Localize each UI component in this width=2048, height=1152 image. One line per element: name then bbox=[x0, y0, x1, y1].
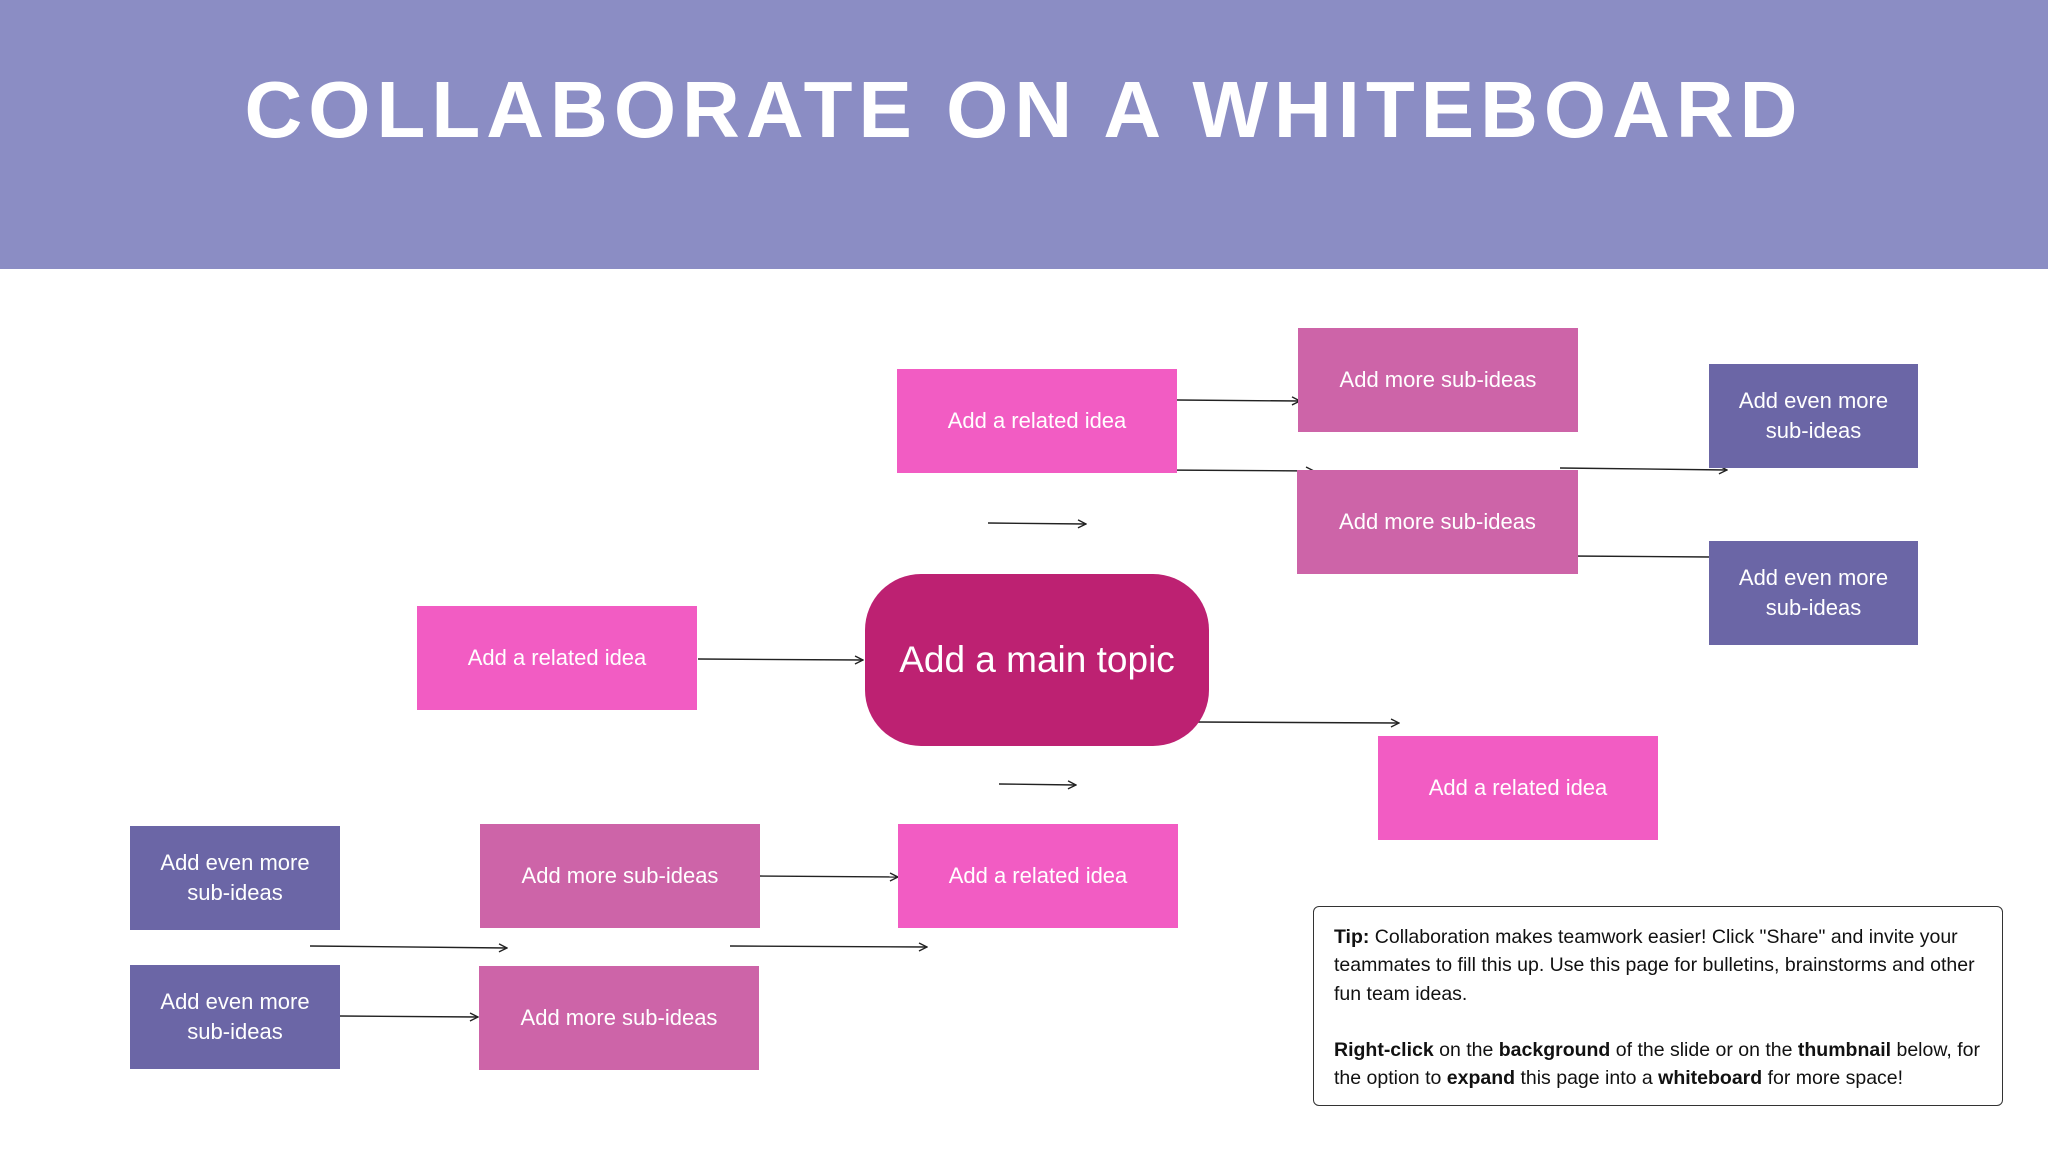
main-topic-box[interactable]: Add a main topic bbox=[865, 574, 1209, 746]
sub-idea-label: Add more sub-ideas bbox=[521, 863, 719, 889]
arrow bbox=[338, 1016, 478, 1017]
arrow bbox=[1559, 468, 1727, 470]
tip-text: below, for the option to bbox=[1334, 1038, 1980, 1090]
tip-text: Collaboration makes teamwork easier! Cli… bbox=[1334, 926, 1975, 1005]
tip-text: of the slide or on the bbox=[1610, 1038, 1798, 1061]
tip-paragraph-1: Tip: Collaboration makes teamwork easier… bbox=[1334, 923, 1982, 1008]
tip-text: this page into a bbox=[1515, 1067, 1659, 1090]
related-idea-box[interactable]: Add a related idea bbox=[897, 369, 1177, 473]
even-more-label: Add even more sub-ideas bbox=[160, 850, 310, 905]
arrow bbox=[1157, 470, 1314, 471]
arrow bbox=[998, 784, 1076, 785]
even-more-sub-ideas-box[interactable]: Add even more sub-ideas bbox=[1709, 541, 1918, 645]
even-more-label: Add even more sub-ideas bbox=[1738, 565, 1889, 620]
tip-box: Tip: Collaboration makes teamwork easier… bbox=[1313, 906, 2003, 1106]
tip-whiteboard: whiteboard bbox=[1658, 1067, 1763, 1090]
sub-idea-box[interactable]: Add more sub-ideas bbox=[480, 824, 760, 928]
tip-paragraph-2: Right-click on the background of the sli… bbox=[1334, 1036, 1982, 1093]
main-topic-label: Add a main topic bbox=[899, 639, 1175, 680]
header-banner bbox=[0, 0, 2048, 269]
sub-idea-box[interactable]: Add more sub-ideas bbox=[1298, 328, 1578, 432]
arrow bbox=[1176, 400, 1300, 401]
arrow bbox=[758, 876, 898, 877]
page-title: COLLABORATE ON A WHITEBOARD bbox=[244, 65, 1804, 154]
sub-idea-label: Add more sub-ideas bbox=[1339, 509, 1536, 535]
arrow bbox=[729, 946, 927, 947]
related-idea-box[interactable]: Add a related idea bbox=[1378, 736, 1658, 840]
sub-idea-box[interactable]: Add more sub-ideas bbox=[479, 966, 759, 1070]
related-idea-label: Add a related idea bbox=[947, 408, 1127, 434]
sub-idea-label: Add more sub-ideas bbox=[1339, 367, 1537, 393]
arrow bbox=[987, 523, 1086, 524]
related-idea-label: Add a related idea bbox=[1428, 775, 1608, 801]
related-idea-box[interactable]: Add a related idea bbox=[417, 606, 697, 710]
related-idea-label: Add a related idea bbox=[467, 645, 647, 671]
tip-expand: expand bbox=[1446, 1067, 1516, 1090]
even-more-sub-ideas-box[interactable]: Add even more sub-ideas bbox=[130, 965, 340, 1069]
sub-idea-label: Add more sub-ideas bbox=[520, 1005, 718, 1031]
arrow bbox=[309, 946, 507, 948]
connector-line bbox=[1567, 555, 1711, 558]
tip-right-click: Right-click bbox=[1334, 1038, 1434, 1061]
related-idea-box[interactable]: Add a related idea bbox=[898, 824, 1178, 928]
arrow bbox=[697, 659, 863, 660]
tip-label: Tip: bbox=[1334, 926, 1370, 948]
even-more-label: Add even more sub-ideas bbox=[160, 989, 310, 1044]
even-more-label: Add even more sub-ideas bbox=[1738, 388, 1889, 443]
even-more-sub-ideas-box[interactable]: Add even more sub-ideas bbox=[1709, 364, 1918, 468]
tip-thumbnail: thumbnail bbox=[1797, 1038, 1892, 1061]
tip-text: for more space! bbox=[1762, 1067, 1904, 1090]
tip-text: on the bbox=[1433, 1038, 1499, 1061]
arrow bbox=[1195, 722, 1399, 723]
related-idea-label: Add a related idea bbox=[948, 863, 1128, 889]
tip-background: background bbox=[1498, 1038, 1611, 1061]
even-more-sub-ideas-box[interactable]: Add even more sub-ideas bbox=[130, 826, 340, 930]
sub-idea-box[interactable]: Add more sub-ideas bbox=[1297, 470, 1578, 574]
